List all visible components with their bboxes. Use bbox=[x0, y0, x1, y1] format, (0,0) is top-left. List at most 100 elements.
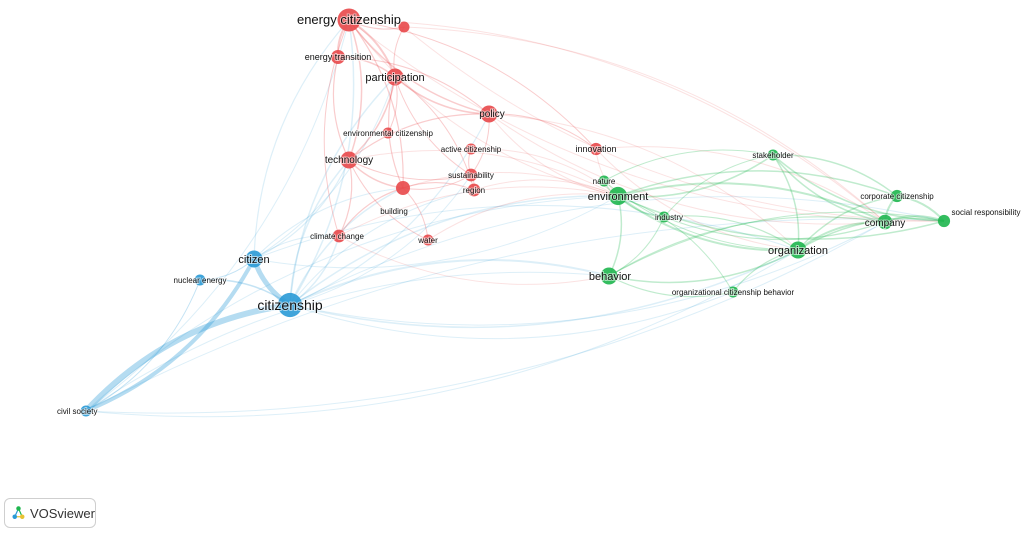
edge-energy-transition-policy bbox=[337, 56, 490, 115]
label-region[interactable]: region bbox=[462, 185, 486, 196]
label-civil-society[interactable]: civil society bbox=[56, 406, 98, 417]
edge-participation-technology bbox=[348, 76, 396, 161]
edge-behavior-organizational-citizenship-behavior bbox=[608, 275, 734, 298]
node-region[interactable] bbox=[467, 183, 481, 197]
label-participation[interactable]: participation bbox=[364, 71, 425, 85]
edge-energy-citizenship-social-responsibility bbox=[348, 19, 945, 222]
edge-citizen-climate-change bbox=[253, 235, 340, 260]
label-active-citizenship[interactable]: active citizenship bbox=[440, 144, 503, 155]
edge-energy-citizenship-environment bbox=[348, 19, 619, 197]
edge-civil-society-energy-citizenship bbox=[85, 19, 350, 412]
node-behavior[interactable] bbox=[600, 267, 618, 285]
edge-climate-change-behavior bbox=[338, 235, 610, 285]
edge-citizen-civil-society bbox=[85, 258, 256, 413]
vosviewer-brand-label: VOSviewer bbox=[29, 505, 95, 521]
node-energy-citizenship[interactable] bbox=[337, 8, 361, 32]
edge-citizenship-civil-society bbox=[83, 302, 291, 414]
label-environment[interactable]: environment bbox=[587, 190, 650, 204]
edge-technology-environment bbox=[348, 149, 619, 197]
label-nature[interactable]: nature bbox=[592, 176, 617, 187]
label-citizenship[interactable]: citizenship bbox=[256, 296, 324, 314]
label-behavior[interactable]: behavior bbox=[588, 270, 633, 284]
node-technology[interactable] bbox=[340, 151, 358, 169]
node-active-citizenship[interactable] bbox=[465, 143, 477, 155]
node-industry[interactable] bbox=[658, 211, 670, 223]
edge-nature-stakeholder bbox=[603, 149, 774, 182]
node-corporate-citizenship[interactable] bbox=[890, 189, 904, 203]
label-innovation[interactable]: innovation bbox=[574, 143, 617, 155]
edge-policy-company bbox=[488, 113, 886, 225]
edge-industry-stakeholder bbox=[663, 154, 774, 218]
node-stakeholder[interactable] bbox=[767, 149, 779, 161]
label-organization[interactable]: organization bbox=[767, 244, 829, 258]
edge-energy-transition-technology bbox=[332, 56, 350, 161]
edge-stakeholder-corporate-citizenship bbox=[772, 154, 898, 197]
label-social-responsibility[interactable]: social responsibility bbox=[951, 207, 1022, 218]
node-citizen[interactable] bbox=[245, 250, 263, 268]
edge-policy-environment bbox=[488, 113, 619, 197]
network-edges bbox=[83, 19, 945, 418]
label-citizen[interactable]: citizen bbox=[237, 253, 270, 267]
node-social-responsibility[interactable] bbox=[937, 214, 951, 228]
label-building[interactable]: building bbox=[379, 206, 409, 217]
label-industry[interactable]: industry bbox=[654, 212, 684, 223]
edge-citizen-participation bbox=[253, 76, 396, 260]
label-organizational-citizenship-behavior[interactable]: organizational citizenship behavior bbox=[671, 287, 796, 298]
edge-corporate-citizenship-organization bbox=[797, 195, 898, 251]
label-environmental-citizenship[interactable]: environmental citizenship bbox=[342, 128, 434, 139]
edge-citizenship-social-responsibility bbox=[289, 196, 945, 306]
label-policy[interactable]: policy bbox=[478, 108, 506, 121]
node-sustainability[interactable] bbox=[464, 168, 478, 182]
edge-citizenship-sustainability bbox=[289, 174, 472, 306]
edge-water-environment bbox=[427, 193, 619, 241]
node-unlabeled-red[interactable] bbox=[398, 21, 410, 33]
edge-citizen-technology bbox=[253, 159, 350, 260]
label-energy-transition[interactable]: energy transition bbox=[304, 51, 373, 63]
edge-policy-technology bbox=[348, 113, 490, 161]
edge-unlabeled-red-company bbox=[403, 26, 886, 223]
node-nature[interactable] bbox=[598, 175, 610, 187]
label-energy-citizenship[interactable]: energy citizenship bbox=[296, 11, 402, 28]
edge-citizenship-technology bbox=[289, 159, 350, 306]
node-innovation[interactable] bbox=[589, 142, 603, 156]
edge-region-environment bbox=[473, 179, 619, 197]
node-environmental-citizenship[interactable] bbox=[382, 127, 394, 139]
edge-behavior-company bbox=[608, 216, 886, 277]
node-climate-change[interactable] bbox=[332, 229, 346, 243]
node-organization[interactable] bbox=[789, 241, 807, 259]
label-corporate-citizenship[interactable]: corporate citizenship bbox=[859, 191, 935, 202]
edge-stakeholder-company bbox=[772, 154, 886, 223]
edge-innovation-organization bbox=[595, 148, 799, 251]
node-civil-society[interactable] bbox=[80, 405, 92, 417]
edge-citizenship-environment bbox=[289, 195, 619, 306]
label-climate-change[interactable]: climate change bbox=[309, 231, 365, 242]
node-environment[interactable] bbox=[608, 186, 628, 206]
label-stakeholder[interactable]: stakeholder bbox=[751, 150, 795, 161]
node-building[interactable] bbox=[396, 181, 410, 195]
node-participation[interactable] bbox=[386, 68, 404, 86]
edge-civil-society-social-responsibility bbox=[85, 218, 945, 412]
node-company[interactable] bbox=[877, 214, 893, 230]
node-nuclear-energy[interactable] bbox=[194, 274, 206, 286]
node-energy-transition[interactable] bbox=[331, 50, 345, 64]
node-water[interactable] bbox=[422, 234, 434, 246]
edge-environment-organization bbox=[617, 195, 799, 252]
edge-participation-sustainability bbox=[394, 76, 472, 176]
edge-behavior-organization bbox=[608, 249, 799, 284]
label-technology[interactable]: technology bbox=[324, 154, 374, 167]
edge-citizenship-organization bbox=[289, 249, 799, 329]
label-sustainability[interactable]: sustainability bbox=[447, 170, 495, 181]
vosviewer-logo-badge[interactable]: VOSviewer bbox=[4, 498, 96, 528]
network-labels: energy citizenship energy transition parti… bbox=[56, 11, 1022, 417]
edge-technology-climate-change bbox=[338, 159, 353, 237]
label-water[interactable]: water bbox=[416, 235, 439, 246]
edge-citizen-environment bbox=[253, 195, 619, 269]
label-company[interactable]: company bbox=[864, 217, 907, 230]
label-nuclear-energy[interactable]: nuclear energy bbox=[173, 275, 228, 286]
node-citizenship[interactable] bbox=[277, 292, 303, 318]
edge-environment-company bbox=[617, 182, 886, 223]
node-organizational-citizenship-behavior[interactable] bbox=[727, 286, 739, 298]
node-policy[interactable] bbox=[480, 105, 498, 123]
